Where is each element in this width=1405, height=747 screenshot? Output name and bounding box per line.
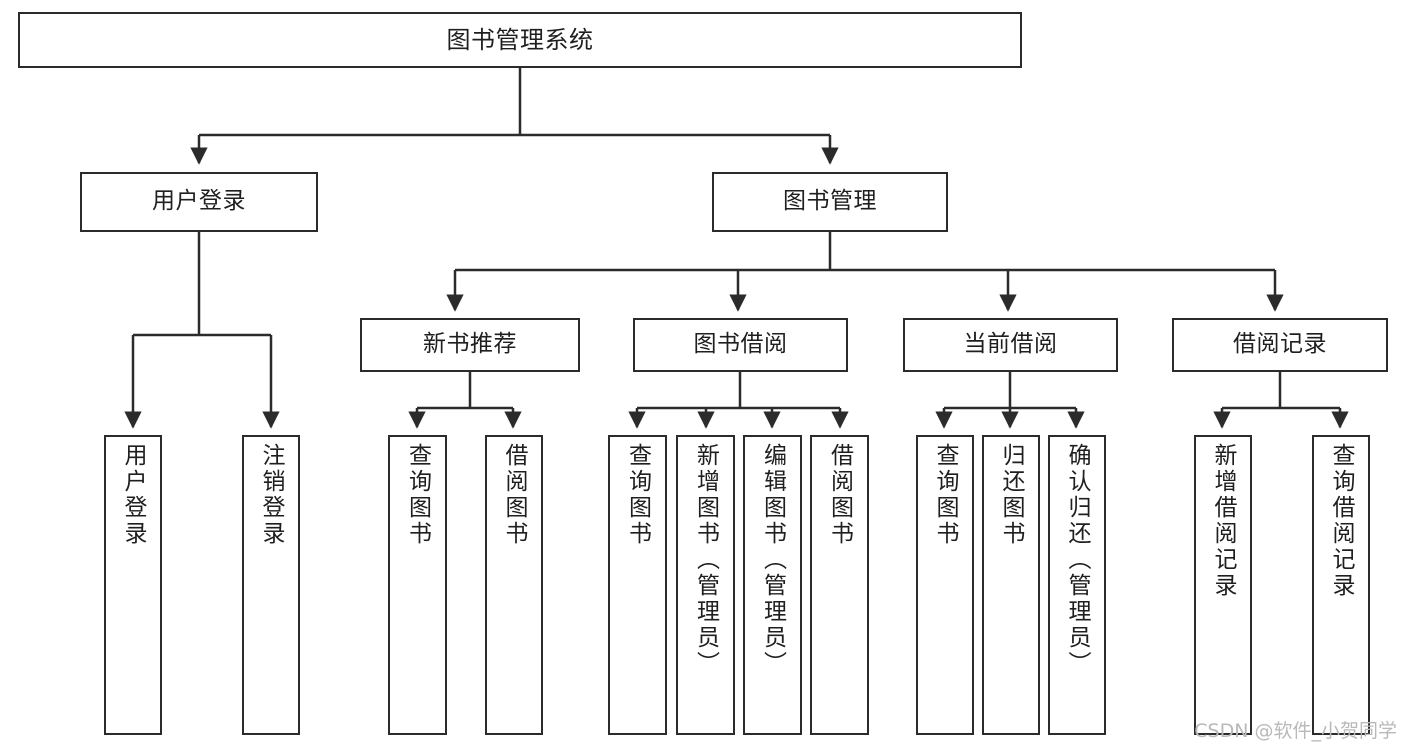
node-leaf-user-login[interactable]: 用户登录: [104, 435, 162, 735]
node-leaf-borrow-book-1[interactable]: 借阅图书: [485, 435, 543, 735]
node-leaf-borrow-book-2-label: 借阅图书: [826, 443, 853, 547]
node-user-login[interactable]: 用户登录: [80, 172, 318, 232]
node-current-borrow[interactable]: 当前借阅: [903, 318, 1118, 372]
node-leaf-return-book[interactable]: 归还图书: [982, 435, 1040, 735]
node-book-borrow[interactable]: 图书借阅: [633, 318, 848, 372]
node-leaf-confirm-return[interactable]: 确认归还（管理员）: [1048, 435, 1106, 735]
node-leaf-add-book-label: 新增图书（管理员）: [692, 443, 719, 677]
node-leaf-borrow-book-2[interactable]: 借阅图书: [810, 435, 869, 735]
node-leaf-query-record-label: 查询借阅记录: [1328, 443, 1355, 599]
node-new-book-recommend[interactable]: 新书推荐: [360, 318, 580, 372]
node-leaf-add-record[interactable]: 新增借阅记录: [1194, 435, 1252, 735]
node-leaf-query-book-3[interactable]: 查询图书: [916, 435, 974, 735]
node-borrow-record-label: 借阅记录: [1233, 331, 1327, 358]
node-leaf-add-record-label: 新增借阅记录: [1210, 443, 1237, 599]
node-leaf-query-book-2-label: 查询图书: [624, 443, 651, 547]
node-leaf-return-book-label: 归还图书: [998, 443, 1025, 547]
node-leaf-logout-label: 注销登录: [258, 443, 285, 547]
node-current-borrow-label: 当前借阅: [963, 331, 1058, 358]
node-leaf-query-book-3-label: 查询图书: [932, 443, 959, 547]
node-book-manage[interactable]: 图书管理: [712, 172, 948, 232]
node-leaf-confirm-return-label: 确认归还（管理员）: [1064, 443, 1091, 677]
node-leaf-edit-book[interactable]: 编辑图书（管理员）: [743, 435, 802, 735]
node-borrow-record[interactable]: 借阅记录: [1172, 318, 1388, 372]
node-book-manage-label: 图书管理: [783, 188, 877, 215]
node-leaf-add-book[interactable]: 新增图书（管理员）: [676, 435, 735, 735]
node-leaf-query-record[interactable]: 查询借阅记录: [1312, 435, 1370, 735]
node-root[interactable]: 图书管理系统: [18, 12, 1022, 68]
node-leaf-logout[interactable]: 注销登录: [242, 435, 300, 735]
node-root-label: 图书管理系统: [446, 25, 594, 54]
node-leaf-query-book-1-label: 查询图书: [404, 443, 431, 547]
node-leaf-edit-book-label: 编辑图书（管理员）: [759, 443, 786, 677]
node-leaf-query-book-1[interactable]: 查询图书: [388, 435, 447, 735]
node-leaf-user-login-label: 用户登录: [120, 443, 147, 547]
node-leaf-borrow-book-1-label: 借阅图书: [501, 443, 528, 547]
node-leaf-query-book-2[interactable]: 查询图书: [608, 435, 667, 735]
node-user-login-label: 用户登录: [152, 188, 246, 215]
node-book-borrow-label: 图书借阅: [693, 331, 788, 358]
node-new-book-recommend-label: 新书推荐: [423, 331, 517, 358]
csdn-watermark: CSDN @软件_小贺同学: [1194, 720, 1397, 742]
